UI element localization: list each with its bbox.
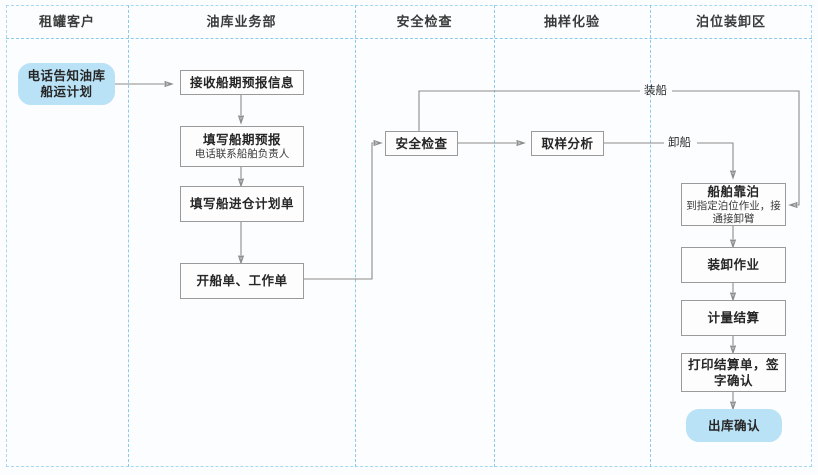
node-out-confirm-title: 出库确认 <box>707 418 760 433</box>
node-fill-forecast[interactable]: 填写船期预报 电话联系船舶负责人 <box>180 126 304 167</box>
node-phone-notify-title: 电话告知油库 <box>27 69 106 83</box>
node-ship-berth-title: 船舶靠泊 <box>707 184 760 199</box>
node-safety-check-title: 安全检查 <box>395 136 448 151</box>
node-receive-info[interactable]: 接收船期预报信息 <box>180 70 304 95</box>
lane-title-customer: 租罐客户 <box>38 14 95 29</box>
node-fill-plan-title: 填写船进仓计划单 <box>189 197 294 211</box>
edge-label-loading: 装船 <box>644 85 667 97</box>
lane-title-business: 油库业务部 <box>206 14 277 29</box>
swimlane-frame <box>6 5 812 467</box>
lane-title-sampling: 抽样化验 <box>543 14 600 29</box>
node-load-unload-title: 装卸作业 <box>707 258 760 272</box>
node-receive-info-title: 接收船期预报信息 <box>189 75 294 90</box>
node-fill-forecast-subtitle: 电话联系船舶负责人 <box>194 148 290 160</box>
lane-divider-1 <box>128 5 129 467</box>
node-ship-berth[interactable]: 船舶靠泊 到指定泊位作业，接通接卸臂 <box>681 183 786 226</box>
swimlane-header-divider <box>6 38 812 39</box>
lane-divider-2 <box>355 5 356 467</box>
node-metering-title: 计量结算 <box>707 311 760 325</box>
node-print-sign-title: 打印结算单，签 <box>687 357 779 372</box>
lane-title-berth: 泊位装卸区 <box>695 14 766 29</box>
node-phone-notify[interactable]: 电话告知油库 船运计划 <box>18 63 115 105</box>
node-phone-notify-subtitle: 船运计划 <box>40 85 93 99</box>
node-safety-check[interactable]: 安全检查 <box>385 131 458 156</box>
node-sample-analyze[interactable]: 取样分析 <box>531 131 604 156</box>
node-fill-plan[interactable]: 填写船进仓计划单 <box>180 186 304 222</box>
node-out-confirm[interactable]: 出库确认 <box>686 409 782 442</box>
node-work-order[interactable]: 开船单、工作单 <box>180 263 304 299</box>
edge-label-unloading: 卸船 <box>668 137 691 149</box>
node-print-sign[interactable]: 打印结算单，签 字确认 <box>681 353 786 392</box>
lane-divider-4 <box>650 5 651 467</box>
node-fill-forecast-title: 填写船期预报 <box>202 133 281 147</box>
node-sample-analyze-title: 取样分析 <box>541 136 594 151</box>
node-ship-berth-subtitle: 到指定泊位作业，接通接卸臂 <box>686 199 781 225</box>
node-metering[interactable]: 计量结算 <box>681 300 786 336</box>
node-load-unload[interactable]: 装卸作业 <box>681 247 786 283</box>
node-work-order-title: 开船单、工作单 <box>196 274 288 288</box>
lane-title-safety: 安全检查 <box>396 14 453 29</box>
node-print-sign-subtitle: 字确认 <box>713 373 753 388</box>
lane-divider-3 <box>494 5 495 467</box>
